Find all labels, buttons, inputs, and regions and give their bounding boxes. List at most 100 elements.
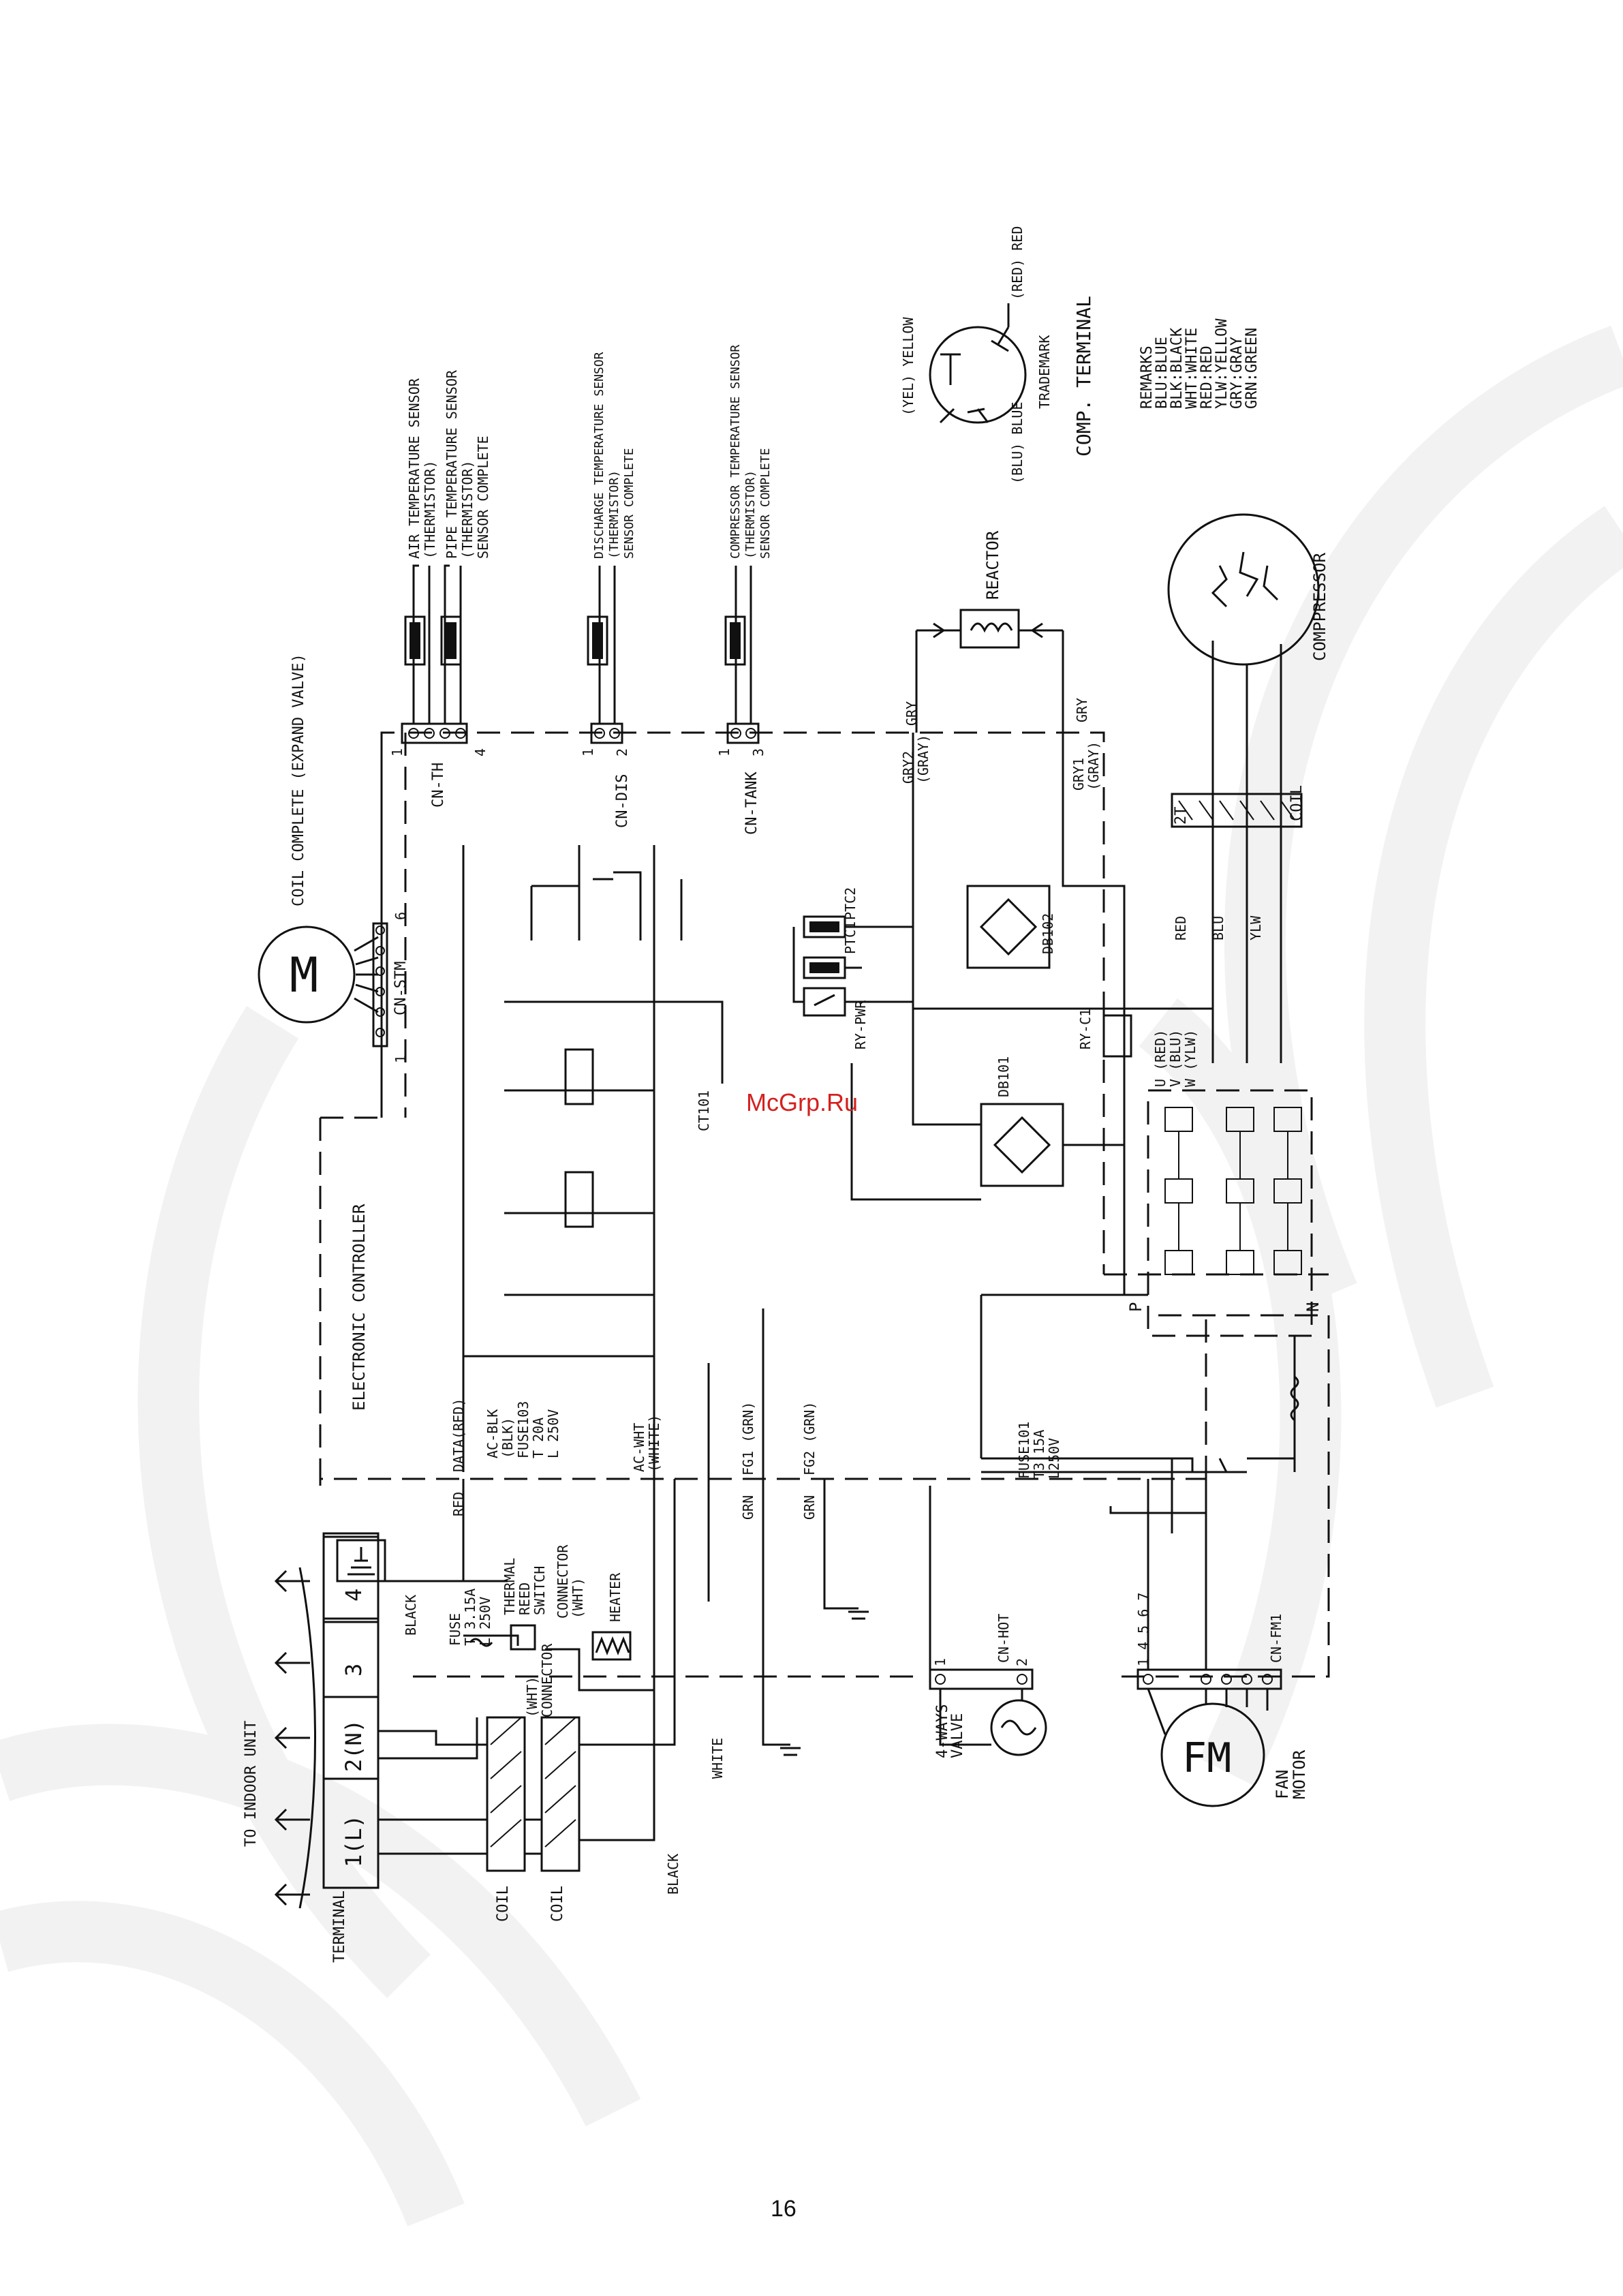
remark-gry: GRY:GRAY (1228, 337, 1246, 409)
remark-wht: WHT:WHITE (1184, 328, 1201, 409)
coil-a-label: COIL (495, 1886, 512, 1922)
page-number: 16 (771, 2196, 797, 2222)
cn-dis-label: CN-DIS (614, 774, 631, 828)
black-wire-label: BLACK (665, 1854, 681, 1895)
comp-sensor-label-2: (THERMISTOR) (743, 470, 758, 559)
filter-coil-hatch (490, 1717, 576, 1848)
red-wire-label: RED (1173, 916, 1189, 940)
cn-hot-pin1: 1 (932, 1658, 948, 1666)
cn-fm1-label: CN-FM1 (1268, 1614, 1284, 1663)
black-top-label: BLACK (403, 1595, 419, 1636)
connector-wht-label-2: (WHT) (570, 1578, 586, 1619)
comp-sensor-label-1: COMPRESSOR TEMPERATURE SENSOR (728, 345, 743, 559)
snubber-network (530, 845, 683, 940)
cn-stm-pin1: 1 (392, 1055, 409, 1063)
terminal-2n: 2(N) (341, 1719, 367, 1772)
terminal-block (322, 1532, 380, 1889)
filter-coil-a (486, 1716, 526, 1872)
cn-fm1-pins: 1 4 5 6 7 (1135, 1593, 1151, 1666)
fuse103-label-2: T 20A (530, 1418, 546, 1458)
terminal-wiring (378, 1479, 676, 1855)
u-red-label: U (RED) (1152, 1030, 1169, 1087)
db101-bridge (980, 1103, 1064, 1187)
blu-blue-label: (BLU) BLUE (1009, 402, 1025, 484)
remark-blu: BLU:BLUE (1154, 337, 1171, 409)
gry-a-label: GRY (903, 701, 920, 726)
fg1-label: FG1 (GRN) (740, 1402, 756, 1475)
cn-th-label: CN-TH (430, 763, 447, 808)
cn-tank-label: CN-TANK (743, 771, 760, 835)
four-way-valve (929, 1486, 1047, 1756)
pipe-sensor-label-2: (THERMISTOR) (459, 461, 476, 560)
blk-paren-label: (BLK) (499, 1418, 516, 1458)
terminal-4-cell (322, 1535, 380, 1620)
sensor-connectors (401, 564, 760, 744)
ry-c1-label: RY-C1 (1077, 1009, 1094, 1050)
terminal-4: 4 (341, 1589, 367, 1602)
reactor-label: REACTOR (983, 530, 1002, 600)
coil-2t-hatch (1178, 800, 1295, 821)
fuse-label-1: FUSE (447, 1613, 463, 1646)
white-paren-label: (WHITE) (646, 1415, 662, 1472)
fuse-symbol (469, 1638, 493, 1647)
terminal-3: 3 (341, 1664, 367, 1677)
pipe-sensor-label-1: PIPE TEMPERATURE SENSOR (444, 369, 460, 559)
coil-2t-label: 2T (1173, 807, 1190, 825)
fg-ground-wires (762, 1479, 859, 1746)
four-ways-label-1: 4-WAYS (934, 1704, 951, 1758)
air-sensor-label-2: (THERMISTOR) (422, 461, 438, 560)
thermal-label-3: SWITCH (531, 1566, 548, 1615)
cn-stm-pin6: 6 (392, 912, 409, 920)
remark-blk: BLK:BLACK (1169, 327, 1186, 409)
fuse-label-2: T 3.15A (462, 1589, 478, 1646)
discharge-sensor-label-3: SENSOR COMPLETE (622, 448, 636, 559)
db102-label: DB102 (1040, 913, 1056, 954)
heater (591, 1631, 632, 1661)
fuse103-label-3: L 250V (545, 1409, 561, 1458)
fuse-label-3: L 250V (477, 1597, 493, 1646)
controller-internal-wiring (462, 845, 1296, 1745)
terminal-label: TERMINAL (331, 1891, 348, 1963)
ptc2-label: PTC2 (842, 887, 859, 920)
four-ways-label-2: VALVE (949, 1713, 966, 1758)
cn-th-pin1: 1 (389, 748, 405, 756)
expand-valve-motor: M (258, 922, 388, 1047)
fg-ground-symbols (780, 1610, 869, 1756)
sensor-complete-label: SENSOR COMPLETE (475, 435, 491, 559)
air-sensor-label-1: AIR TEMPERATURE SENSOR (406, 378, 422, 559)
coil-b-label: COIL (549, 1886, 566, 1922)
gray-a-label: (GRAY) (915, 735, 931, 784)
remark-red: RED:RED (1199, 346, 1216, 409)
w-ylw-label: W (YLW) (1182, 1030, 1199, 1087)
to-indoor-unit-label: TO INDOOR UNIT (243, 1721, 260, 1847)
coil-label: COIL (1288, 785, 1305, 821)
grn-1-label: GRN (740, 1495, 756, 1520)
remarks-title: REMARKS (1139, 346, 1156, 409)
v-blu-label: V (BLU) (1167, 1030, 1184, 1087)
cn-dis-pin2: 2 (614, 748, 630, 756)
reactor (915, 609, 1064, 733)
ground-symbol (347, 1547, 375, 1576)
ipm-module (1147, 1089, 1313, 1337)
labels-group: COIL COMPLETE (EXPAND VALVE) CN-STM 1 6 … (243, 226, 1329, 1963)
gry1-label: GRY1 (1070, 758, 1087, 791)
compressor (1167, 513, 1320, 1009)
ry-pwr-label: RY-PWR (852, 1000, 869, 1050)
comp-sensor-label-3: SENSOR COMPLETE (758, 448, 773, 559)
db101-label: DB101 (995, 1056, 1012, 1097)
fan-motor-label-2: MOTOR (1290, 1749, 1309, 1799)
cn-tank-pin3: 3 (750, 748, 767, 756)
comp-terminal-symbol (929, 303, 1027, 424)
compressor-uvw-wires (1211, 1009, 1282, 1063)
remark-grn: GRN:GREEN (1243, 328, 1261, 409)
discharge-sensor-label-2: (THERMISTOR) (607, 470, 621, 559)
ct101-label: CT101 (696, 1090, 712, 1131)
fuse101-label-3: L250V (1046, 1438, 1062, 1479)
fm-text: FM (1182, 1734, 1231, 1782)
yel-yellow-label: (YEL) YELLOW (900, 317, 916, 416)
motor-m-text: M (290, 947, 318, 1003)
comp-terminal-label: COMP. TERMINAL (1072, 296, 1095, 457)
grn-2-label: GRN (801, 1495, 818, 1520)
fg2-label: FG2 (GRN) (801, 1402, 818, 1475)
